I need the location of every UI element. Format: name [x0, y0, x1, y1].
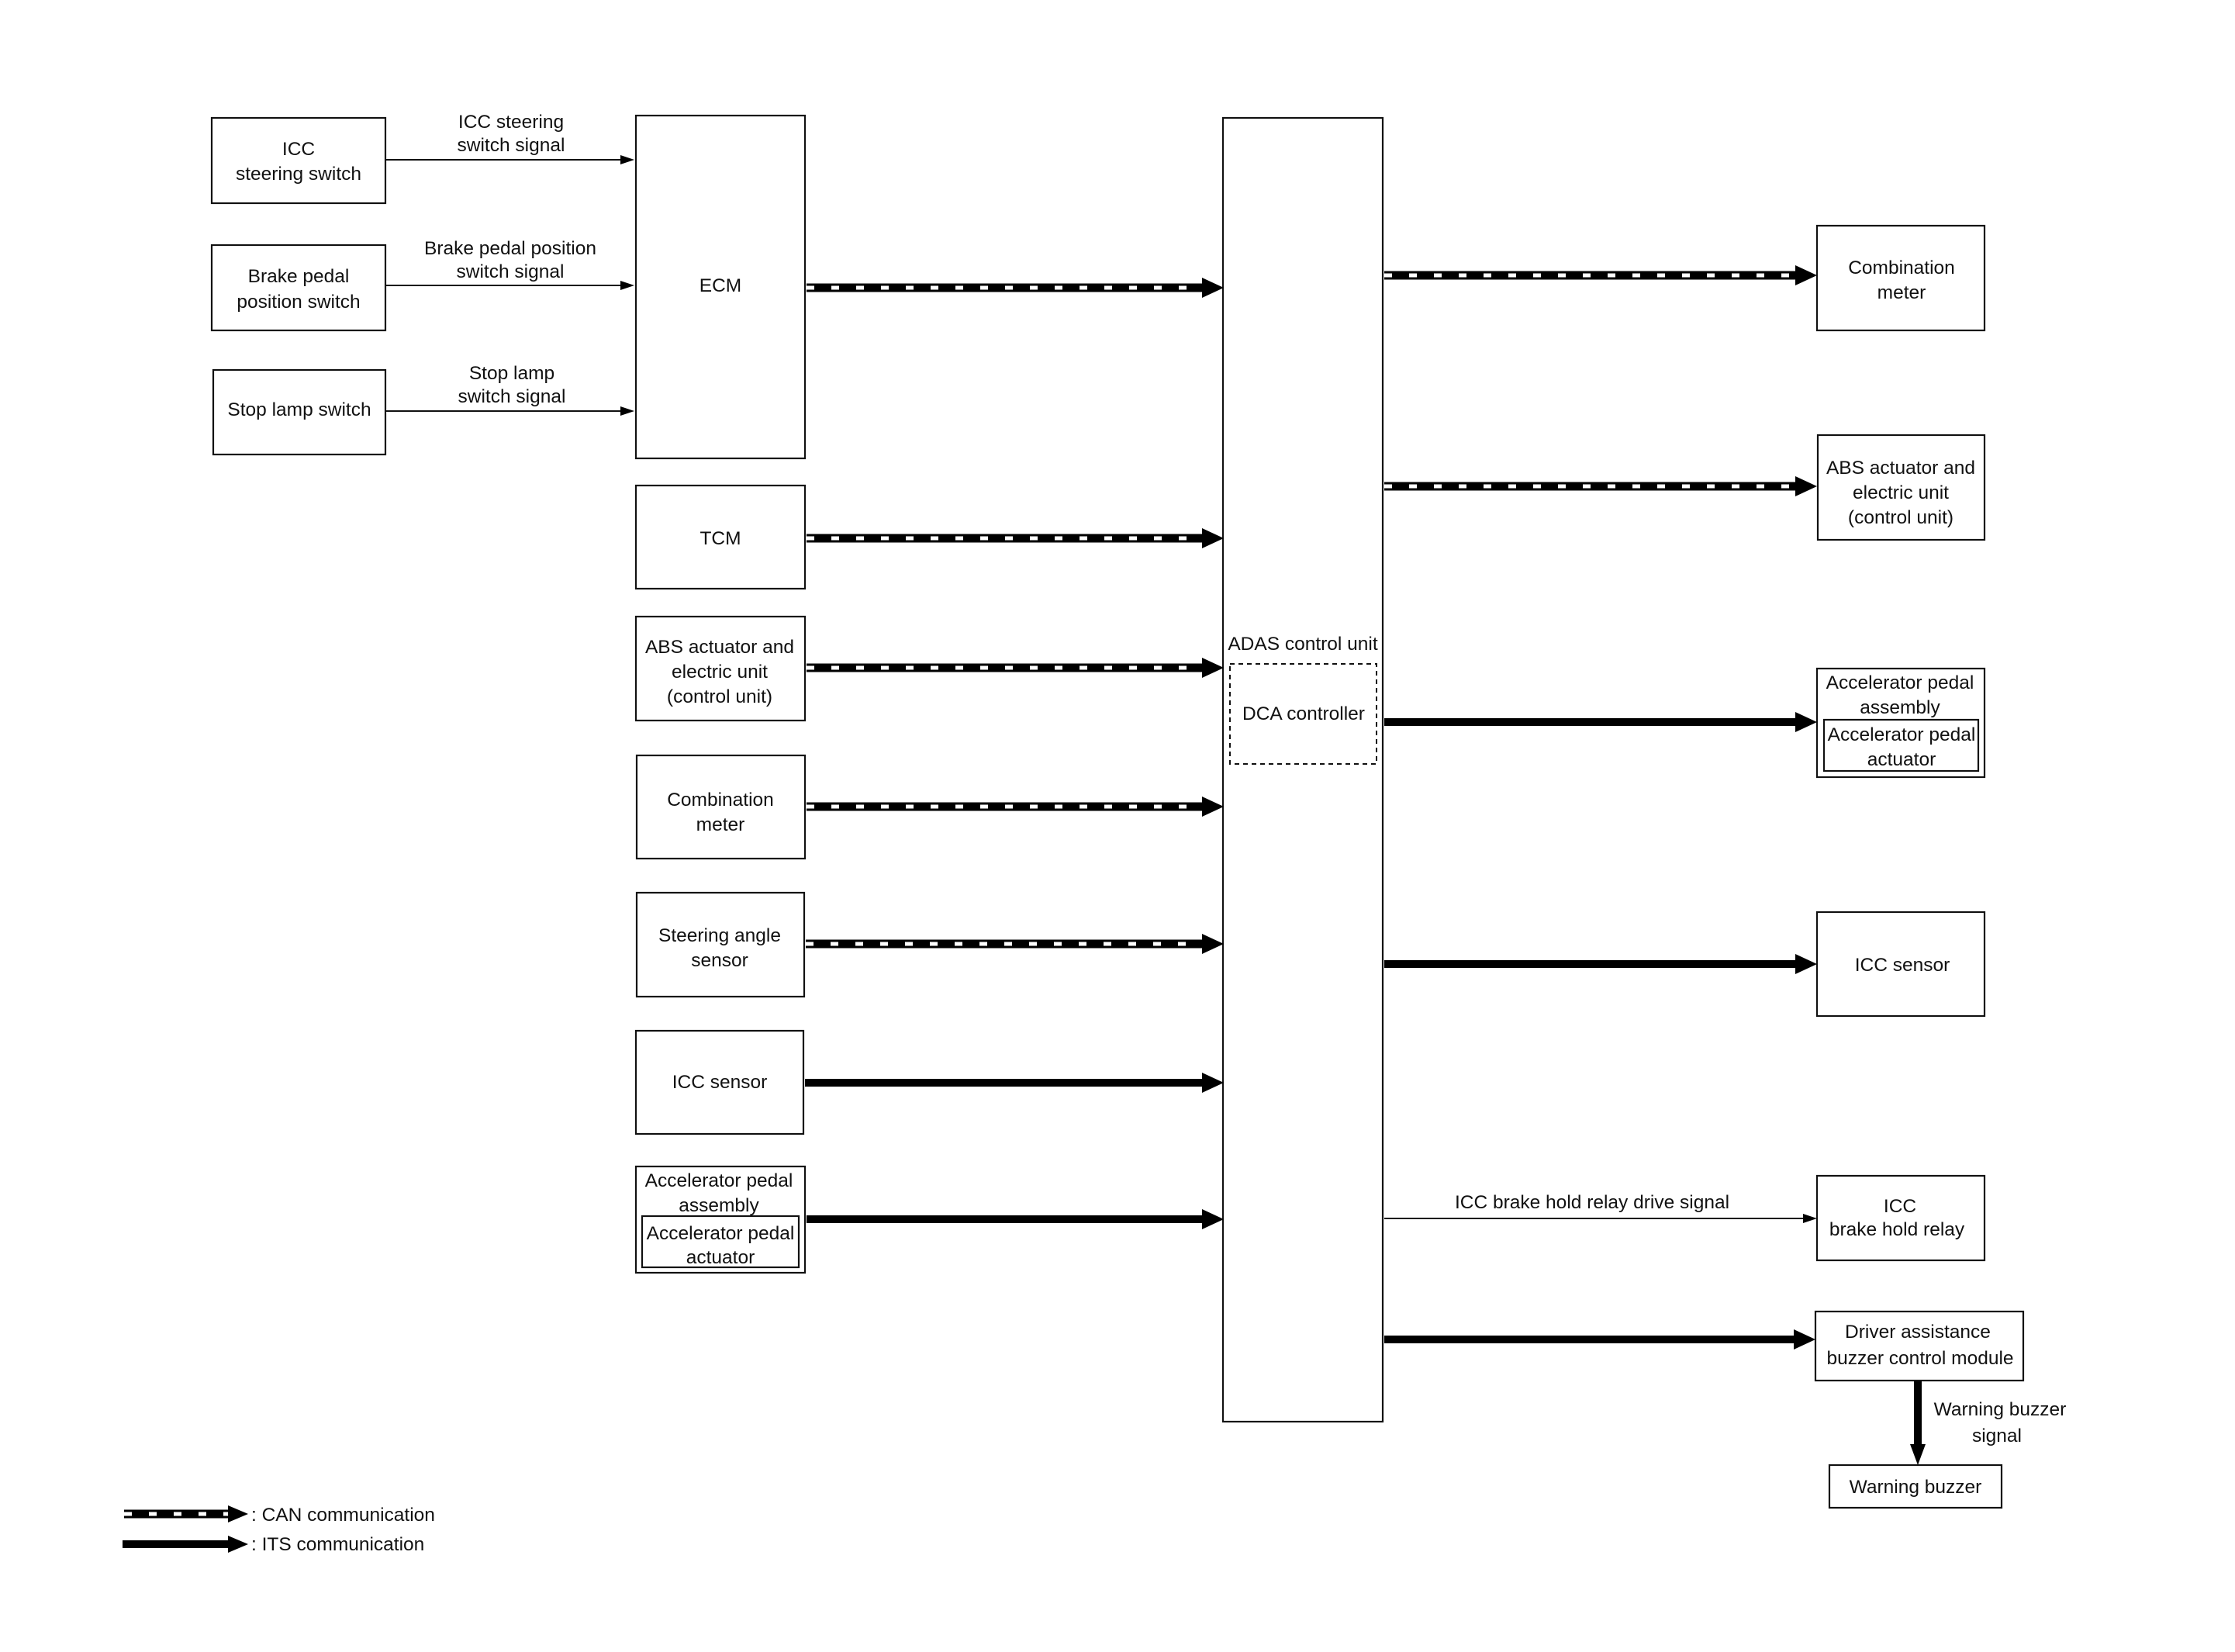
icc-brake-hold-relay-label-1: ICC — [1884, 1196, 1916, 1217]
dca-controller-box — [1229, 663, 1377, 765]
can-arrow-adas-to-abs — [1384, 476, 1817, 496]
can-arrow-adas-to-combination-meter — [1384, 265, 1817, 285]
combination-meter-left-label-1: Combination — [667, 790, 774, 810]
accelerator-pedal-assembly-right-box: Accelerator pedal assembly Accelerator p… — [1815, 667, 1986, 779]
accelerator-pedal-assembly-left-label-1: Accelerator pedal — [645, 1170, 793, 1191]
icc-sensor-left-box: ICC sensor — [634, 1029, 805, 1135]
its-arrow-accelerator-pedal-to-adas — [807, 1209, 1224, 1229]
icc-steering-switch-signal-label-1: ICC steering — [458, 112, 564, 133]
stop-lamp-switch-signal-label-1: Stop lamp — [469, 363, 554, 384]
abs-right-label-1: ABS actuator and — [1826, 458, 1975, 479]
its-arrow-adas-to-icc-sensor — [1384, 954, 1817, 974]
legend-its-symbol — [123, 1536, 248, 1553]
buzzer-control-module-label-2: buzzer control module — [1826, 1348, 2013, 1369]
accelerator-pedal-actuator-right-label-1: Accelerator pedal — [1828, 724, 1976, 745]
warning-buzzer-signal-label-2: signal — [1972, 1426, 2022, 1446]
accelerator-pedal-actuator-right-label-2: actuator — [1867, 749, 1936, 770]
brake-pedal-position-switch-label-2: position switch — [237, 292, 360, 313]
can-arrow-abs-to-adas — [807, 658, 1224, 678]
icc-steering-switch-signal-line: ICC steering switch signal — [385, 112, 634, 164]
icc-brake-hold-relay-drive-signal-line: ICC brake hold relay drive signal — [1384, 1192, 1817, 1223]
icc-brake-hold-relay-drive-signal-label: ICC brake hold relay drive signal — [1455, 1192, 1729, 1213]
ecm-label: ECM — [700, 275, 741, 296]
warning-buzzer-label: Warning buzzer — [1850, 1477, 1982, 1498]
adas-control-unit-box: ADAS control unit DCA controller — [1221, 116, 1384, 1423]
can-arrow-combination-meter-to-adas — [807, 797, 1224, 817]
accelerator-pedal-assembly-left-label-2: assembly — [679, 1195, 759, 1216]
tcm-box: TCM — [634, 484, 807, 590]
brake-pedal-position-switch-box: Brake pedal position switch — [210, 244, 387, 332]
stop-lamp-switch-signal-label-2: switch signal — [458, 386, 566, 407]
combination-meter-right-label-2: meter — [1877, 282, 1926, 303]
its-arrow-adas-to-buzzer-control-module — [1384, 1329, 1815, 1350]
icc-sensor-right-label: ICC sensor — [1855, 955, 1950, 976]
legend-its-label: : ITS communication — [251, 1534, 424, 1555]
icc-brake-hold-relay-label-2: brake hold relay — [1829, 1219, 1965, 1240]
accelerator-pedal-assembly-right-label-2: assembly — [1860, 697, 1940, 718]
stop-lamp-switch-label: Stop lamp switch — [227, 399, 371, 420]
icc-sensor-left-label: ICC sensor — [672, 1072, 768, 1093]
accelerator-pedal-actuator-left-label-1: Accelerator pedal — [647, 1223, 795, 1244]
combination-meter-right-label-1: Combination — [1848, 257, 1955, 278]
abs-left-label-3: (control unit) — [667, 686, 772, 707]
brake-pedal-position-switch-signal-label-2: switch signal — [457, 261, 565, 282]
can-arrow-steering-angle-sensor-to-adas — [806, 934, 1224, 954]
driver-assistance-buzzer-control-module-box: Driver assistance buzzer control module — [1814, 1310, 2025, 1382]
icc-steering-switch-label-1: ICC — [282, 139, 315, 160]
icc-sensor-right-box: ICC sensor — [1815, 911, 1986, 1018]
icc-steering-switch-signal-label-2: switch signal — [458, 135, 565, 156]
abs-actuator-left-box: ABS actuator and electric unit (control … — [634, 615, 807, 722]
accelerator-pedal-actuator-right-box — [1822, 718, 1980, 772]
legend-can-label: : CAN communication — [251, 1505, 435, 1526]
steering-angle-sensor-box: Steering angle sensor — [635, 891, 806, 998]
combination-meter-left-box: Combination meter — [635, 754, 807, 860]
brake-pedal-position-switch-signal-line: Brake pedal position switch signal — [385, 238, 634, 290]
accelerator-pedal-actuator-left-box — [641, 1215, 800, 1269]
brake-pedal-position-switch-signal-label-1: Brake pedal position — [424, 238, 596, 259]
icc-brake-hold-relay-box: ICC brake hold relay — [1815, 1174, 1986, 1262]
steering-angle-sensor-label-2: sensor — [691, 950, 748, 971]
warning-buzzer-signal-arrow: Warning buzzer signal — [1910, 1381, 2066, 1465]
icc-steering-switch-label-2: steering switch — [236, 164, 361, 185]
combination-meter-left-label-2: meter — [696, 814, 745, 835]
its-arrow-icc-sensor-to-adas — [805, 1073, 1224, 1093]
brake-pedal-position-switch-label-1: Brake pedal — [248, 266, 350, 287]
legend: : CAN communication : ITS communication — [123, 1505, 435, 1555]
stop-lamp-switch-box: Stop lamp switch — [212, 368, 387, 456]
dca-controller-label: DCA controller — [1242, 703, 1365, 724]
abs-left-label-1: ABS actuator and — [645, 637, 794, 658]
abs-left-label-2: electric unit — [672, 662, 768, 683]
abs-right-label-3: (control unit) — [1848, 507, 1953, 528]
accelerator-pedal-assembly-right-label-1: Accelerator pedal — [1826, 672, 1974, 693]
can-arrow-ecm-to-adas — [807, 278, 1224, 298]
accelerator-pedal-assembly-left-box: Accelerator pedal assembly Accelerator p… — [634, 1165, 807, 1274]
accelerator-pedal-actuator-left-label-2: actuator — [686, 1247, 755, 1268]
abs-right-label-2: electric unit — [1853, 482, 1949, 503]
tcm-label: TCM — [700, 528, 741, 549]
ecm-box: ECM — [634, 114, 807, 460]
can-arrow-tcm-to-adas — [807, 528, 1224, 548]
warning-buzzer-box: Warning buzzer — [1828, 1464, 2003, 1509]
abs-actuator-right-box: ABS actuator and electric unit (control … — [1816, 434, 1986, 541]
adas-control-unit-label: ADAS control unit — [1228, 634, 1378, 655]
warning-buzzer-signal-label-1: Warning buzzer — [1934, 1399, 2067, 1420]
stop-lamp-switch-signal-line: Stop lamp switch signal — [385, 363, 634, 416]
its-arrow-adas-to-accelerator-pedal — [1384, 712, 1817, 732]
legend-can-symbol — [124, 1505, 248, 1522]
buzzer-control-module-label-1: Driver assistance — [1845, 1322, 1991, 1343]
combination-meter-right-box: Combination meter — [1815, 224, 1986, 332]
steering-angle-sensor-label-1: Steering angle — [658, 925, 781, 946]
icc-steering-switch-box: ICC steering switch — [210, 116, 387, 205]
